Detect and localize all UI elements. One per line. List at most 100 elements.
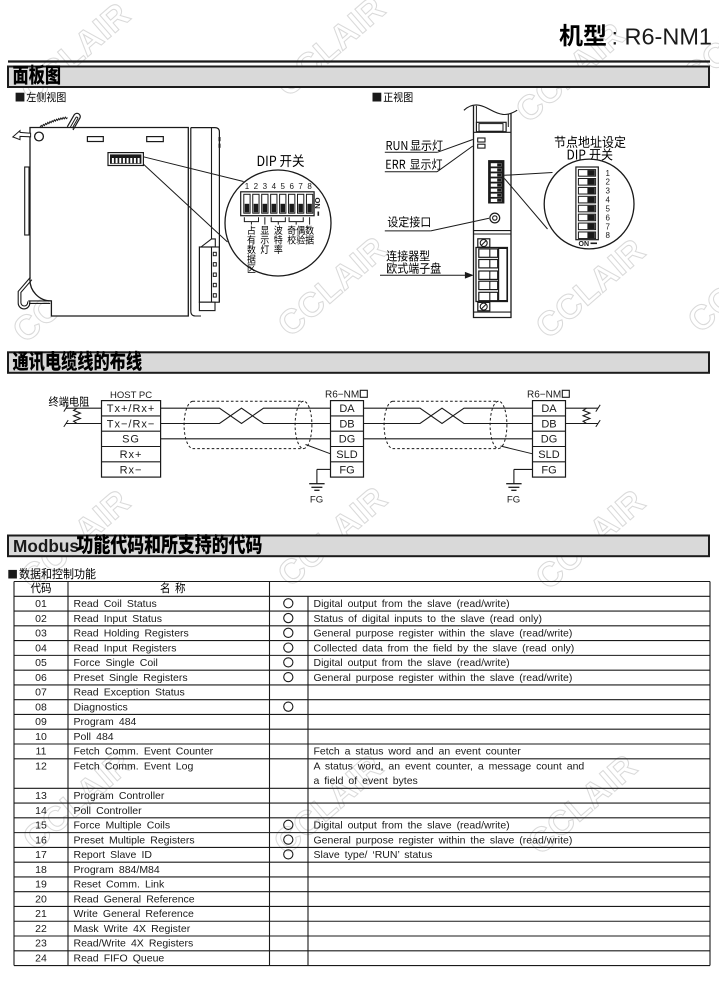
svg-text:Digital output from the slave: Digital output from the slave (read/writ… <box>314 820 510 832</box>
svg-text:06: 06 <box>35 672 47 684</box>
svg-text:FG: FG <box>310 494 323 505</box>
svg-text:Report Slave ID: Report Slave ID <box>74 849 153 861</box>
svg-text:10: 10 <box>35 731 47 743</box>
svg-text:15: 15 <box>35 820 47 832</box>
svg-text:2: 2 <box>254 182 259 191</box>
svg-text:07: 07 <box>35 687 47 699</box>
svg-text:Fetch Comm. Event Log: Fetch Comm. Event Log <box>74 760 194 772</box>
svg-text:4: 4 <box>606 196 611 205</box>
svg-text:5: 5 <box>281 182 286 191</box>
svg-text:CCLAIR: CCLAIR <box>269 0 393 104</box>
svg-text:Reset Comm. Link: Reset Comm. Link <box>74 879 166 891</box>
svg-text:Read Input Registers: Read Input Registers <box>74 642 177 654</box>
svg-text:1: 1 <box>606 169 611 178</box>
svg-text:13: 13 <box>35 790 47 802</box>
svg-text:Collected data from the field: Collected data from the field by the sla… <box>314 642 575 654</box>
svg-text:Modbus: Modbus <box>13 536 79 556</box>
svg-text:Tx−/Rx−: Tx−/Rx− <box>107 418 156 430</box>
svg-text:24: 24 <box>35 952 47 964</box>
svg-text:Read General Reference: Read General Reference <box>74 893 195 905</box>
svg-text:02: 02 <box>35 613 47 625</box>
svg-text:SG: SG <box>122 434 140 446</box>
svg-text:16: 16 <box>35 834 47 846</box>
svg-text:Read/Write 4X Registers: Read/Write 4X Registers <box>74 938 194 950</box>
svg-text:20: 20 <box>35 893 47 905</box>
svg-text:DB: DB <box>541 418 556 430</box>
svg-text:19: 19 <box>35 879 47 891</box>
svg-text:08: 08 <box>35 701 47 713</box>
svg-text:2: 2 <box>606 178 611 187</box>
svg-text:a field of event bytes: a field of event bytes <box>314 775 418 787</box>
svg-text:3: 3 <box>263 182 268 191</box>
svg-text:22: 22 <box>35 923 47 935</box>
svg-text:05: 05 <box>35 657 47 669</box>
svg-text:CCLAIR: CCLAIR <box>681 225 719 340</box>
svg-text:Write General Reference: Write General Reference <box>74 908 195 920</box>
svg-text:General purpose register withi: General purpose register within the slav… <box>314 672 573 684</box>
svg-text:Program 484: Program 484 <box>74 716 137 728</box>
svg-text:7: 7 <box>298 182 303 191</box>
svg-text:Poll 484: Poll 484 <box>74 731 114 743</box>
svg-text:09: 09 <box>35 716 47 728</box>
svg-text:Preset Multiple Registers: Preset Multiple Registers <box>74 834 195 846</box>
svg-text:Poll Controller: Poll Controller <box>74 805 143 817</box>
svg-text:DB: DB <box>339 418 354 430</box>
svg-text:Program Controller: Program Controller <box>74 790 165 802</box>
svg-text:R6−NM: R6−NM <box>527 390 561 401</box>
svg-text:ON: ON <box>579 241 590 248</box>
svg-text:DA: DA <box>339 403 355 415</box>
svg-text:Digital output from the slave: Digital output from the slave (read/writ… <box>314 598 510 610</box>
svg-text:Rx+: Rx+ <box>120 449 143 461</box>
svg-text:Force Multiple Coils: Force Multiple Coils <box>74 820 171 832</box>
svg-text:A status word, an event counte: A status word, an event counter, a messa… <box>314 760 585 772</box>
svg-text:01: 01 <box>35 598 47 610</box>
svg-text:Mask Write 4X Register: Mask Write 4X Register <box>74 923 191 935</box>
svg-text:11: 11 <box>36 746 47 758</box>
svg-text:FG: FG <box>541 464 556 476</box>
svg-text:SLD: SLD <box>538 449 559 461</box>
svg-text:Read Holding Registers: Read Holding Registers <box>74 628 189 640</box>
svg-text:Tx+/Rx+: Tx+/Rx+ <box>107 403 156 415</box>
svg-text:3: 3 <box>606 187 611 196</box>
svg-text:Rx−: Rx− <box>120 464 143 476</box>
svg-text:6: 6 <box>606 213 611 222</box>
svg-text:General purpose register withi: General purpose register within the slav… <box>314 628 573 640</box>
svg-text:Read Coil Status: Read Coil Status <box>74 598 157 610</box>
svg-text:ON: ON <box>313 198 322 209</box>
svg-text:CCLAIR: CCLAIR <box>14 0 138 110</box>
svg-text:03: 03 <box>35 628 47 640</box>
svg-text:FG: FG <box>507 494 520 505</box>
svg-text:7: 7 <box>606 222 611 231</box>
svg-text:04: 04 <box>35 642 47 654</box>
svg-text:DA: DA <box>541 403 557 415</box>
svg-text:Slave type/ ‘RUN’ status: Slave type/ ‘RUN’ status <box>314 849 433 861</box>
svg-text:14: 14 <box>35 805 47 817</box>
svg-text:8: 8 <box>307 182 312 191</box>
svg-text:Preset Single Registers: Preset Single Registers <box>74 672 188 684</box>
svg-text:18: 18 <box>35 864 47 876</box>
svg-text:23: 23 <box>35 938 47 950</box>
svg-text:DG: DG <box>339 434 356 446</box>
svg-text:SLD: SLD <box>336 449 357 461</box>
svg-text:: R6-NM1: : R6-NM1 <box>611 23 712 49</box>
svg-text:8: 8 <box>606 231 611 240</box>
svg-text:R6−NM: R6−NM <box>325 390 359 401</box>
svg-text:1: 1 <box>245 182 250 191</box>
svg-text:6: 6 <box>289 182 294 191</box>
svg-text:Fetch Comm. Event Counter: Fetch Comm. Event Counter <box>74 746 214 758</box>
svg-text:12: 12 <box>35 760 47 772</box>
svg-text:HOST PC: HOST PC <box>110 390 152 401</box>
svg-text:Read FIFO Queue: Read FIFO Queue <box>74 952 165 964</box>
svg-text:Force Single Coil: Force Single Coil <box>74 657 158 669</box>
svg-text:FG: FG <box>339 464 354 476</box>
svg-text:5: 5 <box>606 204 611 213</box>
svg-text:Program 884/M84: Program 884/M84 <box>74 864 160 876</box>
svg-text:General purpose register withi: General purpose register within the slav… <box>314 834 573 846</box>
svg-text:17: 17 <box>35 849 47 861</box>
svg-text:DG: DG <box>541 434 558 446</box>
svg-text:Read Exception Status: Read Exception Status <box>74 687 185 699</box>
svg-text:21: 21 <box>35 908 47 920</box>
svg-text:Read Input Status: Read Input Status <box>74 613 162 625</box>
svg-text:Status of digital inputs to th: Status of digital inputs to the slave (r… <box>314 613 542 625</box>
svg-text:4: 4 <box>272 182 277 191</box>
